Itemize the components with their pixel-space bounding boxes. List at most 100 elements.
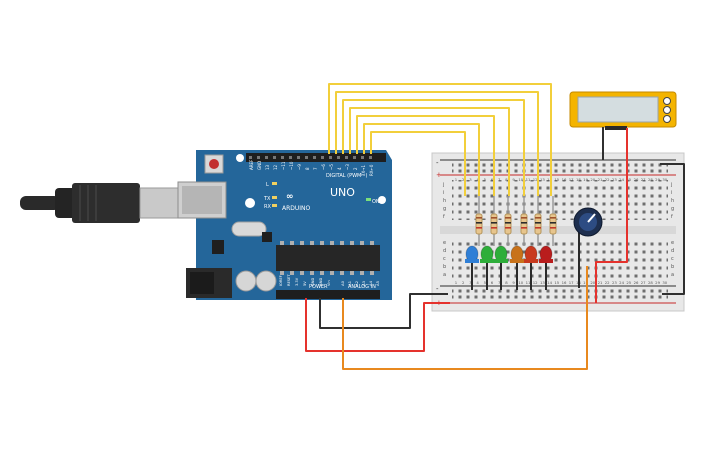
potentiometer [573, 207, 603, 288]
row-label: h [671, 198, 674, 204]
column-label: 6 [491, 177, 494, 182]
wire-ground-arduino [319, 293, 448, 329]
column-label: 6 [491, 280, 494, 285]
usb-cable [20, 183, 181, 223]
wire-digital-1 [328, 83, 552, 196]
column-label: 27 [641, 177, 646, 182]
digital-pin-label: ~9 [297, 164, 302, 170]
column-label: 29 [655, 177, 660, 182]
resistor [490, 213, 498, 235]
column-label: 21 [598, 280, 603, 285]
column-label: 9 [512, 280, 515, 285]
power-pin-label: 3.3V [295, 277, 299, 286]
analog-pin-label: A5 [375, 280, 380, 286]
breadboard-column-labels: 1122334455667788991010111112121313141415… [455, 177, 668, 285]
column-label: 11 [526, 280, 531, 285]
column-label: 24 [619, 177, 624, 182]
analog-pin-label: A3 [361, 280, 366, 286]
column-label: 29 [655, 280, 660, 285]
power-pin-label: IOREF [279, 275, 283, 286]
resistor-band [491, 217, 497, 219]
resistor-band [476, 222, 482, 224]
model-label: UNO [330, 186, 355, 199]
row-label: g [443, 206, 446, 212]
power-pin-label: GND [311, 278, 315, 286]
column-label: 11 [526, 177, 531, 182]
column-label: 17 [569, 177, 574, 182]
digital-pin-label: ~6 [321, 164, 326, 170]
column-label: 28 [648, 280, 653, 285]
column-label: 14 [547, 177, 552, 182]
row-label: a [443, 272, 446, 278]
digital-pin-label: AREF [249, 159, 254, 170]
resistor-band [535, 222, 541, 224]
column-label: 19 [583, 177, 588, 182]
column-label: 3 [469, 280, 472, 285]
column-label: 4 [476, 280, 479, 285]
row-label: e [671, 240, 674, 246]
column-label: 26 [634, 280, 639, 285]
resistor-band [521, 227, 527, 229]
column-label: 8 [505, 177, 508, 182]
wire-digital-5 [356, 115, 495, 196]
column-label: 25 [626, 280, 631, 285]
row-label: i [671, 190, 672, 196]
wire-analog-signal [342, 266, 588, 370]
column-label: 8 [505, 280, 508, 285]
wire-digital-2 [335, 91, 539, 196]
column-label: 20 [590, 280, 595, 285]
power-pin-label: GND [319, 278, 323, 286]
analog-label: ANALOG IN [348, 284, 376, 290]
l-label: L [266, 182, 269, 188]
digital-pin-label: ~5 [329, 164, 334, 170]
column-label: 27 [641, 280, 646, 285]
lcd-display [569, 91, 677, 130]
power-pin-label: 5V [303, 281, 307, 286]
digital-pin-label: 7 [313, 167, 318, 170]
resistor-band [521, 222, 527, 224]
led-base [510, 259, 524, 263]
digital-pin-label: ~3 [345, 164, 350, 170]
digital-pin-label: GND [257, 161, 262, 170]
column-label: 25 [626, 177, 631, 182]
row-label: g [671, 206, 674, 212]
wire-digital-6 [363, 123, 480, 196]
digital-pin-label: 12 [273, 164, 278, 170]
column-label: 28 [648, 177, 653, 182]
column-label: 4 [476, 177, 479, 182]
resistor-band [491, 227, 497, 229]
rx-label: RX [264, 204, 271, 210]
resistor [475, 213, 483, 235]
analog-pin-label: A0 [340, 280, 345, 286]
row-label: f [671, 214, 673, 220]
column-label: 13 [540, 280, 545, 285]
resistor-band [535, 217, 541, 219]
analog-pin-label: A1 [347, 280, 352, 286]
column-label: 16 [562, 177, 567, 182]
resistor-band [476, 217, 482, 219]
tx-label: TX [263, 196, 271, 202]
digital-pin-label: TX→1 [361, 164, 366, 177]
column-label: 26 [634, 177, 639, 182]
row-label: b [671, 264, 674, 270]
resistor-band [521, 217, 527, 219]
column-label: 22 [605, 280, 610, 285]
column-label: 12 [533, 177, 538, 182]
led-base [524, 259, 538, 263]
row-label: a [671, 272, 674, 278]
led-base [480, 259, 494, 263]
resistor-band [505, 217, 511, 219]
resistor [534, 213, 542, 235]
column-label: 5 [484, 177, 487, 182]
column-label: 9 [512, 177, 515, 182]
column-label: 10 [518, 280, 523, 285]
on-label: ON [372, 199, 380, 205]
column-label: 23 [612, 280, 617, 285]
column-label: 1 [455, 280, 458, 285]
resistor-band [550, 222, 556, 224]
power-pin-label: RESET [287, 274, 291, 286]
digital-label: DIGITAL (PWM~) [326, 173, 368, 179]
